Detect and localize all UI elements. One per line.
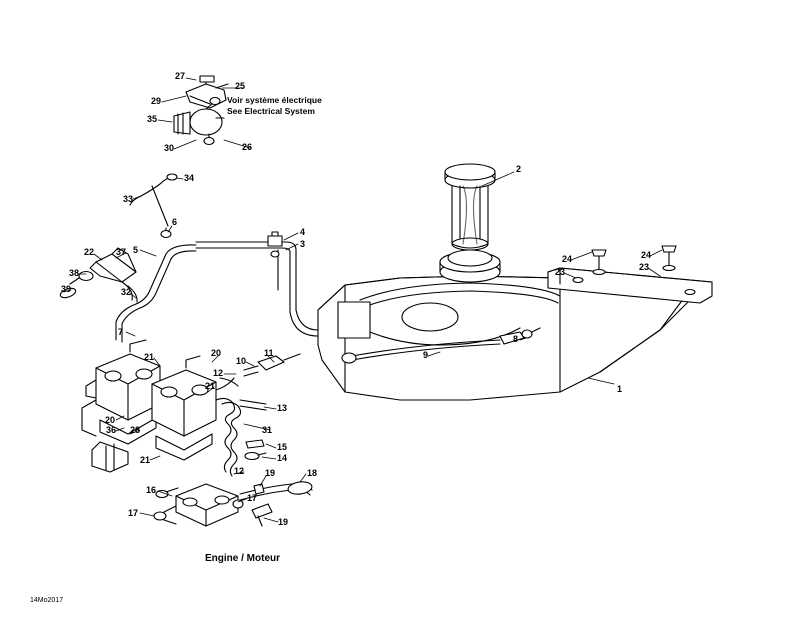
callout-14: 14 (277, 453, 288, 463)
callout-36: 36 (106, 425, 117, 435)
callout-32: 32 (121, 287, 132, 297)
callout-39: 39 (61, 284, 72, 294)
callout-21-b: 21 (205, 381, 216, 391)
callout-35: 35 (147, 114, 158, 124)
callout-33: 33 (123, 194, 134, 204)
callout-27: 27 (175, 71, 186, 81)
callout-1: 1 (617, 384, 623, 394)
callout-24-right: 24 (641, 250, 652, 260)
callout-12-upper: 12 (213, 368, 224, 378)
callout-6: 6 (172, 217, 178, 227)
fuel-lines-left (59, 227, 197, 343)
callout-16: 16 (146, 485, 157, 495)
callout-24-left: 24 (562, 254, 573, 264)
callout-4: 4 (300, 227, 306, 237)
electrical-note-fr: Voir système électrique (227, 95, 322, 105)
fuel-pump (153, 481, 313, 527)
callout-22: 22 (84, 247, 95, 257)
callout-21-c: 21 (140, 455, 151, 465)
callout-13: 13 (277, 403, 288, 413)
fuel-cap (444, 163, 496, 251)
callout-7: 7 (118, 327, 124, 337)
callout-9: 9 (423, 350, 429, 360)
callout-19-lower: 19 (278, 517, 289, 527)
hoses-center (215, 353, 301, 477)
engine-caption: Engine / Moteur (205, 553, 280, 564)
carburetors (81, 339, 235, 473)
clamp-3-4 (267, 231, 283, 258)
tank-sender (341, 327, 541, 364)
callout-12-lower: 12 (234, 466, 245, 476)
tank-strap (547, 245, 713, 304)
callout-10: 10 (236, 356, 247, 366)
callout-20-upper: 20 (211, 348, 222, 358)
callout-3: 3 (300, 239, 306, 249)
callout-23-left: 23 (555, 267, 566, 277)
callout-34: 34 (184, 173, 195, 183)
callout-29: 29 (151, 96, 162, 106)
callout-26: 26 (242, 142, 253, 152)
starter-assembly (173, 75, 229, 146)
callout-28: 28 (130, 425, 141, 435)
callout-2: 2 (516, 164, 522, 174)
wire-33-34 (129, 173, 178, 227)
fuel-line-main (195, 241, 319, 337)
callout-31: 31 (262, 425, 273, 435)
callout-23-right: 23 (639, 262, 650, 272)
callout-30: 30 (164, 143, 175, 153)
callout-15: 15 (277, 442, 288, 452)
callout-11: 11 (264, 348, 274, 358)
callout-19-upper: 19 (265, 468, 276, 478)
callout-21-a: 21 (144, 352, 155, 362)
callout-18: 18 (307, 468, 318, 478)
callout-8: 8 (513, 334, 519, 344)
callout-38: 38 (69, 268, 80, 278)
footer-code: 14Mo2017 (30, 597, 64, 604)
callout-25: 25 (235, 81, 246, 91)
callout-5: 5 (133, 245, 139, 255)
leader-lines (63, 77, 663, 523)
fuel-tank (317, 249, 691, 401)
callout-17-left: 17 (128, 508, 139, 518)
callout-17-right: 17 (247, 493, 258, 503)
callout-37: 37 (116, 247, 127, 257)
electrical-note-en: See Electrical System (227, 106, 315, 116)
callout-20-lower: 20 (105, 415, 116, 425)
